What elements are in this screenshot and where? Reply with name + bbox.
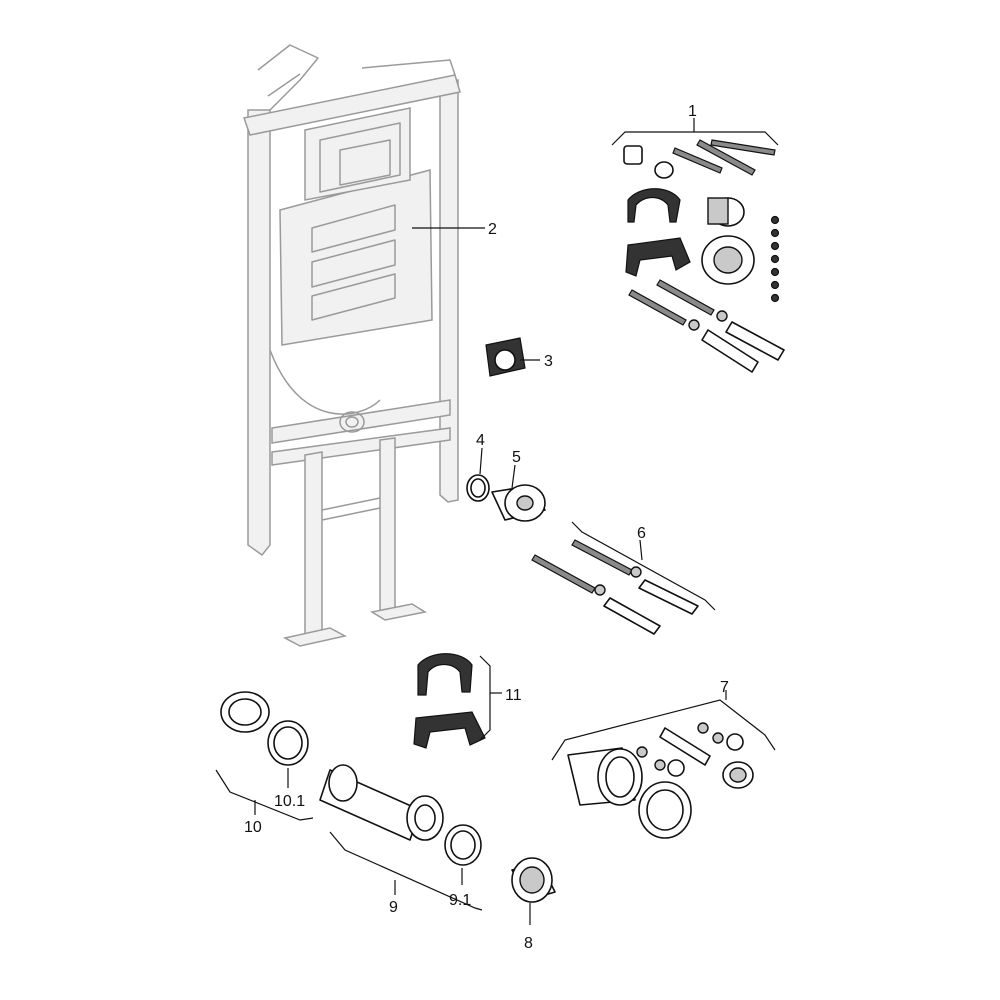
part-9-1-seal	[444, 824, 482, 885]
part-3-clip	[485, 337, 540, 377]
callout-4: 4	[476, 432, 485, 449]
callout-3: 3	[544, 353, 553, 370]
callout-9-1: 9.1	[449, 892, 471, 909]
part-9-connection-pipe	[319, 764, 483, 911]
installation-frame	[243, 44, 461, 647]
part-8-sleeve	[511, 857, 556, 925]
callout-9: 9	[389, 899, 398, 916]
callout-8: 8	[524, 935, 533, 952]
part-10-pipe-connector	[215, 691, 314, 821]
callout-5: 5	[512, 449, 521, 466]
small-screws	[770, 215, 780, 303]
part-1-mounting-kit	[611, 118, 785, 373]
callout-6: 6	[637, 525, 646, 542]
part-5-connector	[491, 464, 546, 522]
part-11-bracket	[413, 653, 502, 749]
callout-2: 2	[488, 221, 497, 238]
callout-1: 1	[688, 103, 697, 120]
part-6-threaded-rods	[531, 521, 716, 635]
callout-10: 10	[244, 819, 262, 836]
callout-10-1: 10.1	[274, 793, 305, 810]
part-4-seal-ring	[466, 447, 490, 502]
part-10-1-seal	[267, 720, 309, 788]
part-7-kit	[551, 690, 776, 839]
callout-11: 11	[505, 687, 522, 704]
callout-7: 7	[720, 679, 729, 696]
